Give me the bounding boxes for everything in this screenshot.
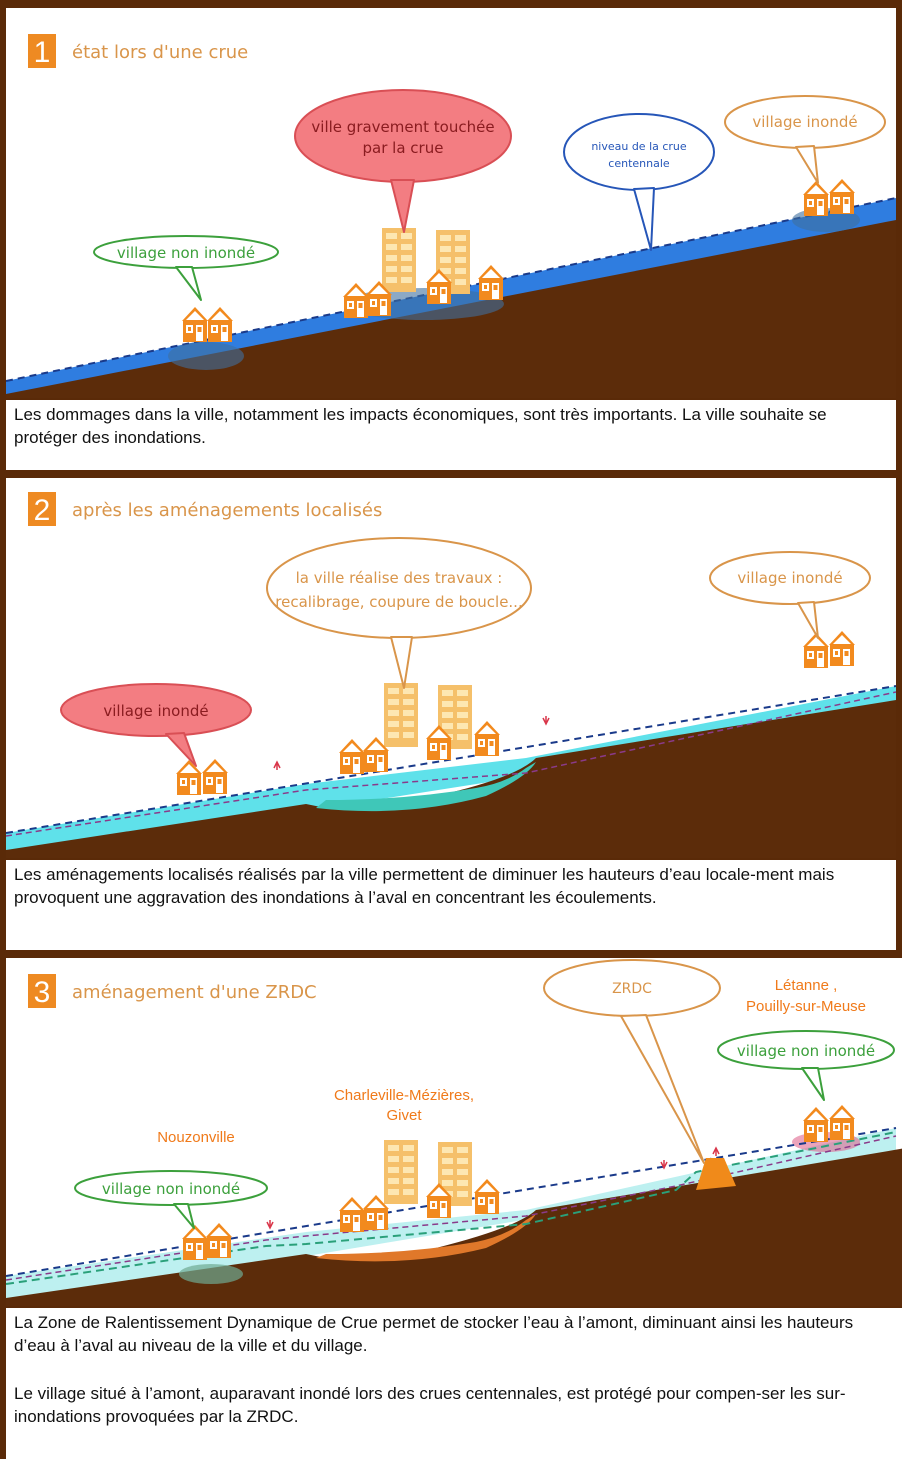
flood-water bbox=[6, 1128, 896, 1306]
fall-arrow-icon bbox=[542, 716, 550, 726]
original-flood-line bbox=[6, 1127, 897, 1277]
panel-1-caption: Les dommages dans la ville, notamment le… bbox=[14, 405, 827, 447]
bubble-downstream-village: village inondé bbox=[60, 683, 252, 767]
panel-2-diagram: 2 après les aménagements localisés villa… bbox=[6, 478, 896, 858]
place-label-city-line2: Givet bbox=[386, 1107, 422, 1124]
bubble-downstream-village: village non inondé bbox=[93, 235, 279, 301]
bubble-downstream-village: village non inondé bbox=[74, 1170, 268, 1229]
panel-title: aménagement d'une ZRDC bbox=[72, 982, 317, 1003]
ground-slope bbox=[6, 700, 896, 858]
place-label-upstream-line1: Létanne , bbox=[775, 977, 838, 994]
bubble-text: village inondé bbox=[752, 113, 857, 131]
tower-icon bbox=[384, 1140, 418, 1204]
bubble-upstream-village: village non inondé bbox=[717, 1030, 895, 1101]
bubble-text: village non inondé bbox=[102, 1180, 240, 1198]
panel-2-top-border bbox=[6, 470, 896, 478]
city-channel bbox=[316, 1214, 536, 1262]
new-flood-line bbox=[6, 691, 896, 837]
rise-arrow-icon bbox=[712, 1146, 720, 1156]
bubble-text: village non inondé bbox=[117, 244, 255, 262]
tower-icon bbox=[382, 228, 416, 292]
village-pit bbox=[168, 342, 244, 370]
panel-title: état lors d'une crue bbox=[72, 42, 248, 63]
panel-2: 2 après les aménagements localisés villa… bbox=[0, 470, 902, 950]
zrdc-flood-line bbox=[6, 1131, 897, 1285]
village-pit bbox=[179, 1264, 243, 1284]
fall-arrow-icon bbox=[266, 1220, 274, 1230]
rise-arrow-icon bbox=[273, 760, 281, 770]
bubble-text-line2: recalibrage, coupure de boucle... bbox=[275, 593, 522, 611]
tower-icon bbox=[384, 683, 418, 747]
panel-3-diagram: 3 aménagement d'une ZRDC Nouzonville Cha… bbox=[6, 958, 902, 1306]
bubble-text-line1: niveau de la crue bbox=[591, 140, 687, 153]
panel-3-top-border bbox=[6, 950, 902, 958]
bubble-city: la ville réalise des travaux : recalibra… bbox=[266, 537, 532, 689]
caption-separator bbox=[6, 1306, 902, 1308]
bubble-text: village non inondé bbox=[737, 1042, 875, 1060]
original-flood-line bbox=[6, 685, 896, 834]
bubble-zrdc: ZRDC bbox=[543, 959, 721, 1164]
bubble-text: village inondé bbox=[737, 569, 842, 587]
bubble-text-line2: par la crue bbox=[363, 139, 444, 157]
bubble-text-line1: la ville réalise des travaux : bbox=[296, 569, 503, 587]
step-badge bbox=[28, 492, 56, 526]
panel-3-caption: La Zone de Ralentissement Dynamique de C… bbox=[14, 1313, 854, 1355]
step-badge bbox=[28, 34, 56, 68]
zrdc-dam bbox=[696, 1158, 736, 1190]
recalibrated-channel bbox=[316, 762, 536, 812]
bubble-upstream-village: village inondé bbox=[724, 95, 886, 184]
bubble-city: ville gravement touchée par la crue bbox=[294, 89, 512, 233]
place-label-downstream: Nouzonville bbox=[157, 1129, 235, 1146]
bubble-text: village inondé bbox=[103, 702, 208, 720]
panel-title: après les aménagements localisés bbox=[72, 500, 382, 521]
step-number: 2 bbox=[34, 494, 51, 527]
caption-separator bbox=[6, 398, 896, 400]
bubble-text-line1: ville gravement touchée bbox=[311, 118, 494, 136]
bubble-flood-level: niveau de la crue centennale bbox=[563, 113, 715, 251]
flood-level-line bbox=[6, 197, 896, 382]
flood-water bbox=[6, 686, 896, 858]
caption-separator bbox=[6, 858, 896, 860]
fall-arrow-icon bbox=[660, 1160, 668, 1170]
place-label-city-line1: Charleville-Mézières, bbox=[334, 1087, 474, 1104]
bubble-text-line2: centennale bbox=[608, 157, 670, 170]
panel-1: 1 état lors d'une crue village non inond… bbox=[0, 0, 902, 470]
bubble-text: ZRDC bbox=[612, 981, 652, 997]
panel-2-caption: Les aménagements localisés réalisés par … bbox=[14, 865, 835, 907]
panel-1-top-border bbox=[6, 0, 896, 8]
step-number: 1 bbox=[34, 36, 51, 69]
step-number: 3 bbox=[34, 976, 51, 1009]
step-badge bbox=[28, 974, 56, 1008]
panel-3-caption-extra: Le village situé à l’amont, auparavant i… bbox=[14, 1384, 846, 1426]
panel-1-diagram: 1 état lors d'une crue village non inond… bbox=[6, 8, 896, 398]
panel-3: 3 aménagement d'une ZRDC Nouzonville Cha… bbox=[0, 950, 902, 1459]
place-label-upstream-line2: Pouilly-sur-Meuse bbox=[746, 998, 866, 1015]
bubble-upstream-village: village inondé bbox=[709, 551, 871, 639]
